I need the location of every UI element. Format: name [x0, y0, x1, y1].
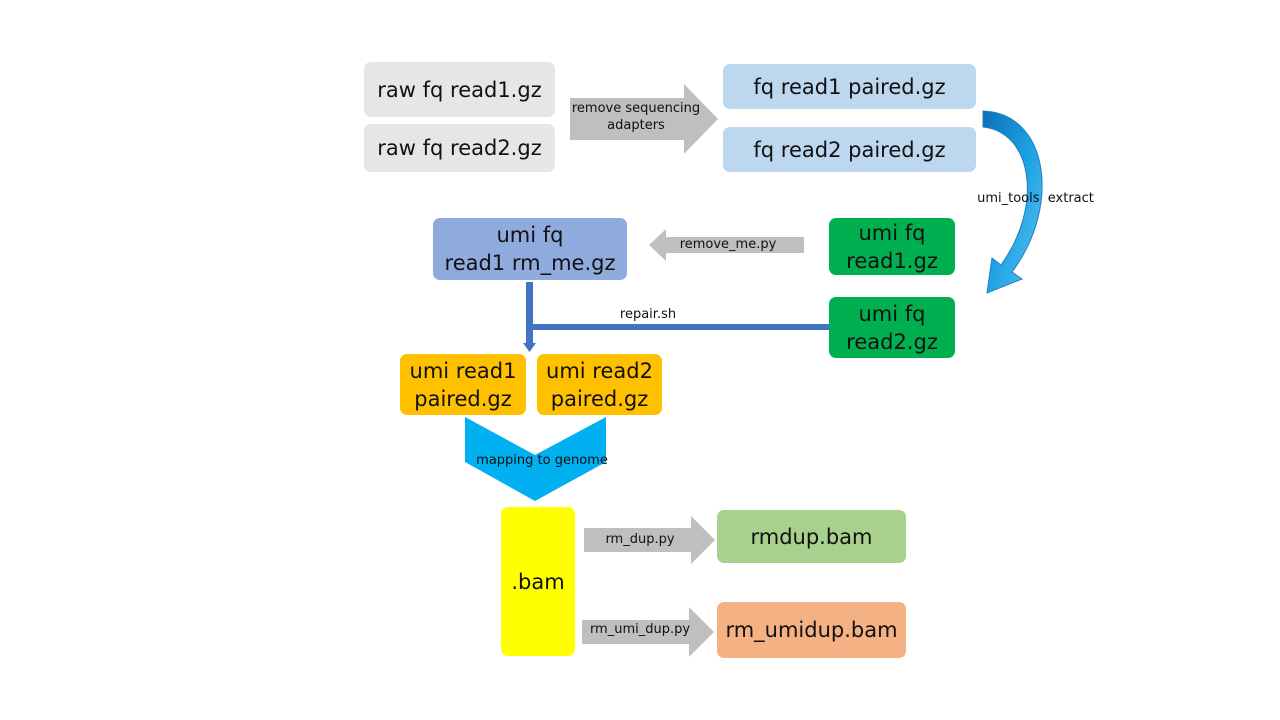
umi-read2-paired-node: umi read2 paired.gz: [537, 354, 662, 415]
bam-node: .bam: [501, 507, 575, 656]
rm-umi-dup-arrow: [582, 607, 714, 657]
fq-read1-paired-node: fq read1 paired.gz: [723, 64, 976, 109]
repair-arrowhead: [523, 343, 536, 352]
mapping-label: mapping to genome: [476, 453, 608, 468]
adapters-label: remove sequencing adapters: [571, 101, 701, 133]
rm-dup-arrow: [584, 516, 715, 564]
umi-fq-read1-node: umi fq read1.gz: [829, 218, 955, 275]
rm-dup-label: rm_dup.py: [605, 532, 675, 547]
fq-read2-paired-node: fq read2 paired.gz: [723, 127, 976, 172]
repair-vertical-line: [526, 282, 533, 344]
repair-label: repair.sh: [619, 307, 677, 322]
repair-horizontal-line: [528, 324, 830, 330]
rm-umidup-bam-node: rm_umidup.bam: [717, 602, 906, 658]
umi-fq-read2-node: umi fq read2.gz: [829, 297, 955, 358]
adapters-arrow: [570, 84, 718, 154]
rm-umi-dup-label: rm_umi_dup.py: [589, 622, 691, 637]
umi-tools-extract-label: umi_tools extract: [977, 191, 1094, 206]
umi-fq-read1-rm-me-node: umi fq read1 rm_me.gz: [433, 218, 627, 280]
rmdup-bam-node: rmdup.bam: [717, 510, 906, 563]
remove-me-label: remove_me.py: [679, 237, 777, 252]
umi-tools-curved-arrow: [982, 110, 1043, 294]
raw-fq-read1-node: raw fq read1.gz: [364, 62, 555, 117]
umi-read1-paired-node: umi read1 paired.gz: [400, 354, 526, 415]
mapping-chevron: [465, 417, 606, 501]
remove-me-arrow: [649, 229, 804, 261]
raw-fq-read2-node: raw fq read2.gz: [364, 124, 555, 172]
